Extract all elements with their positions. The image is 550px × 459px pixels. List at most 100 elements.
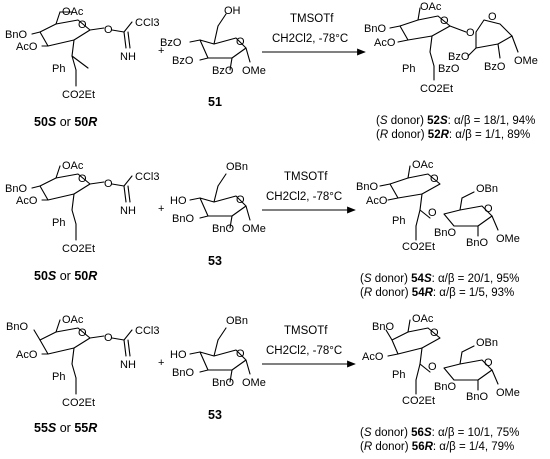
p2-ph: Ph — [392, 215, 405, 227]
donor3-nh: NH — [120, 359, 136, 371]
result-52S: (S donor) 52S: α/β = 18/1, 94% — [376, 115, 535, 127]
acceptor-label-row1: 51 — [208, 95, 222, 109]
reaction-row-1: OAc O BnO AcO O CCl3 NH Ph CO2Et + OH O … — [5, 1, 538, 141]
donor-50-structure-row2: OAc O BnO AcO O CCl3 NH Ph CO2Et — [5, 160, 159, 255]
p3-oac: OAc — [412, 313, 434, 325]
donor2-aco: AcO — [16, 195, 38, 207]
reagent-row3: TMSOTf — [284, 325, 328, 337]
donor3-ph: Ph — [52, 371, 65, 383]
acceptor1-bzo-c: BzO — [212, 65, 234, 77]
donor1-ccl3: CCl3 — [135, 17, 159, 29]
p3-bno: BnO — [372, 321, 394, 333]
donor1-anomeric-o: O — [104, 24, 113, 36]
donor-55-structure: BnO OAc O AcO O CCl3 NH Ph CO2Et — [6, 314, 159, 409]
donor2-ccl3: CCl3 — [135, 171, 159, 183]
plus-sign-3: + — [158, 357, 164, 369]
p2-obn: OBn — [476, 183, 498, 195]
donor3-ring-o: O — [78, 327, 87, 339]
product-56-structure: BnO OAc O AcO O O Ph CO2Et OBn BnO BnO O… — [362, 313, 520, 407]
result-54R: (R donor) 54R: α/β = 1/5, 93% — [360, 287, 514, 299]
product-54-structure: OAc O BnO AcO O O Ph CO2Et OBn BnO BnO O… — [356, 159, 520, 253]
p1-oac: OAc — [420, 1, 442, 13]
p1-link-o: O — [466, 27, 475, 39]
p3-ome: OMe — [496, 387, 520, 399]
p2-bno: BnO — [356, 181, 378, 193]
p1-bzo-a: BzO — [448, 51, 470, 63]
conditions-row1: CH2Cl2, -78°C — [272, 33, 348, 45]
acceptor2-ome: OMe — [242, 223, 266, 235]
reaction-row-2: OAc O BnO AcO O CCl3 NH Ph CO2Et + OBn O… — [5, 159, 520, 299]
acceptor3-bno-a: BnO — [172, 367, 194, 379]
acceptor-53-structure-row2: OBn O HO BnO BnO OMe — [170, 161, 266, 235]
p3-link-o: O — [428, 361, 437, 373]
p1-bzo-c: BzO — [484, 61, 506, 73]
acceptor-label-row3: 53 — [208, 408, 222, 422]
donor1-nh: NH — [120, 51, 136, 63]
donor3-co2et: CO2Et — [62, 397, 95, 409]
p3-ring-o2: O — [484, 357, 493, 369]
acceptor1-ring-o: O — [236, 36, 245, 48]
donor2-ph: Ph — [52, 217, 65, 229]
p3-aco: AcO — [362, 351, 384, 363]
result-54S: (S donor) 54S: α/β = 20/1, 95% — [360, 273, 519, 285]
donor1-aco: AcO — [16, 41, 38, 53]
donor2-ring-o: O — [78, 173, 87, 185]
acceptor1-oh: OH — [224, 5, 241, 17]
reagent-row1: TMSOTf — [290, 13, 334, 25]
donor2-bno: BnO — [5, 183, 27, 195]
donor2-anomeric-o: O — [104, 178, 113, 190]
acceptor2-ho: HO — [170, 195, 187, 207]
donor3-aco: AcO — [16, 349, 38, 361]
p2-ring-o2: O — [484, 203, 493, 215]
donor-label-row2: 50S or 50R — [34, 269, 97, 283]
p1-ome: OMe — [514, 55, 538, 67]
donor3-ccl3: CCl3 — [135, 325, 159, 337]
p2-ring-o: O — [430, 173, 439, 185]
p3-obn: OBn — [476, 337, 498, 349]
result-52R: (R donor) 52R: α/β = 1/1, 89% — [376, 129, 530, 141]
conditions-row2: CH2Cl2, -78°C — [266, 191, 342, 203]
acceptor1-bzo-b: BzO — [172, 55, 194, 67]
p3-ring-o: O — [430, 327, 439, 339]
donor-label-row1: 50S or 50R — [34, 115, 97, 129]
p2-oac: OAc — [412, 159, 434, 171]
plus-sign-1: + — [158, 45, 164, 57]
donor3-oac: OAc — [62, 314, 84, 326]
p3-ph: Ph — [392, 369, 405, 381]
p1-bno: BnO — [364, 23, 386, 35]
conditions-row3: CH2Cl2, -78°C — [266, 345, 342, 357]
p1-aco: AcO — [374, 37, 396, 49]
p2-bno-b: BnO — [466, 237, 488, 249]
product-52-structure: OAc O BnO AcO O O Ph CO2Et BzO BzO BzO O… — [364, 1, 538, 95]
p2-bno-a: BnO — [434, 227, 456, 239]
donor2-nh: NH — [120, 205, 136, 217]
acceptor-51-structure: OH O BzO BzO BzO OMe — [160, 5, 266, 77]
donor2-co2et: CO2Et — [62, 243, 95, 255]
p1-bzo-b: BzO — [438, 63, 460, 75]
result-56S: (S donor) 56S: α/β = 10/1, 75% — [360, 427, 519, 439]
donor1-co2et: CO2Et — [62, 89, 95, 101]
p2-aco: AcO — [366, 195, 388, 207]
p3-bno-a: BnO — [434, 381, 456, 393]
acceptor2-ring-o: O — [236, 194, 245, 206]
reagent-row2: TMSOTf — [284, 171, 328, 183]
acceptor1-bzo-a: BzO — [160, 37, 182, 49]
p3-co2et: CO2Et — [402, 395, 435, 407]
acceptor3-ho: HO — [170, 349, 187, 361]
p2-link-o: O — [428, 207, 437, 219]
reaction-row-3: BnO OAc O AcO O CCl3 NH Ph CO2Et + OBn O… — [6, 313, 520, 453]
acceptor3-bno-b: BnO — [212, 377, 234, 389]
p3-bno-b: BnO — [466, 391, 488, 403]
p2-co2et: CO2Et — [402, 241, 435, 253]
result-56R: (R donor) 56R: α/β = 1/4, 79% — [360, 441, 514, 453]
acceptor3-obn: OBn — [226, 315, 248, 327]
donor2-oac: OAc — [62, 160, 84, 172]
donor3-anomeric-o: O — [104, 332, 113, 344]
plus-sign-2: + — [158, 203, 164, 215]
p1-ph: Ph — [402, 63, 415, 75]
donor-50-structure: OAc O BnO AcO O CCl3 NH Ph CO2Et — [5, 6, 159, 101]
acceptor2-bno-a: BnO — [172, 213, 194, 225]
donor1-oac: OAc — [62, 6, 84, 18]
p1-ring-o: O — [440, 15, 449, 27]
